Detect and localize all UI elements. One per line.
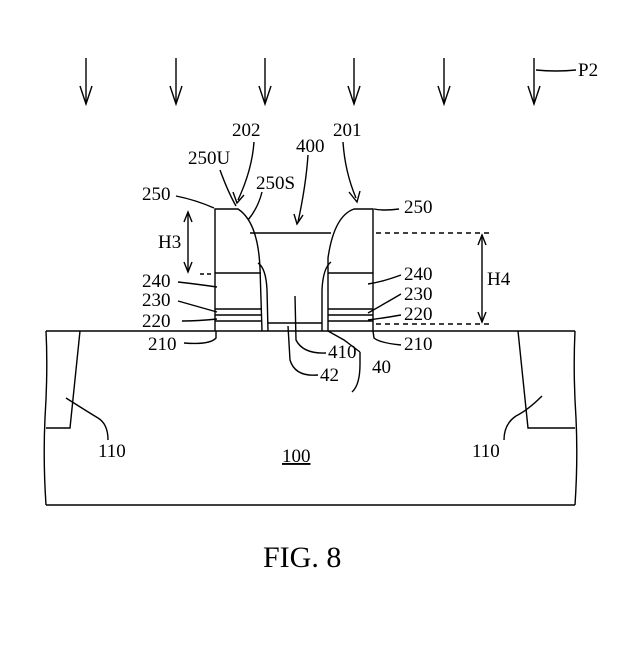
text-labels: P2 202 201 250U 400 250S 250 250 H3 H4 2… [98,60,598,574]
label-230-right: 230 [404,284,433,305]
label-201: 201 [333,120,362,141]
dimension-h3 [184,212,211,274]
label-110-left: 110 [98,441,126,462]
label-230-left: 230 [142,290,171,311]
label-250u: 250U [188,148,231,169]
isolation-110 [46,331,575,440]
process-arrows [80,58,576,104]
label-210-left: 210 [148,334,177,355]
dimension-h4 [376,233,492,324]
p2-leader [536,70,576,71]
label-p2: P2 [578,60,598,81]
leader-110-right [504,396,542,440]
label-240-left: 240 [142,271,171,292]
figure-caption: FIG. 8 [263,541,341,574]
label-240-right: 240 [404,264,433,285]
fill-layer-400 [250,233,331,323]
label-250-right: 250 [404,197,433,218]
label-h3: H3 [158,232,181,253]
label-h4: H4 [487,269,511,290]
gate-stack-201 [322,209,373,331]
label-410: 410 [328,342,357,363]
label-202: 202 [232,120,261,141]
label-220-left: 220 [142,311,171,332]
label-100: 100 [282,446,311,467]
label-40: 40 [372,357,391,378]
label-220-right: 220 [404,304,433,325]
label-210-right: 210 [404,334,433,355]
substrate-100 [44,331,577,505]
label-250s: 250S [256,173,295,194]
gate-stack-202 [215,209,268,331]
label-42: 42 [320,365,339,386]
label-400: 400 [296,136,325,157]
label-250-left: 250 [142,184,171,205]
label-110-right: 110 [472,441,500,462]
